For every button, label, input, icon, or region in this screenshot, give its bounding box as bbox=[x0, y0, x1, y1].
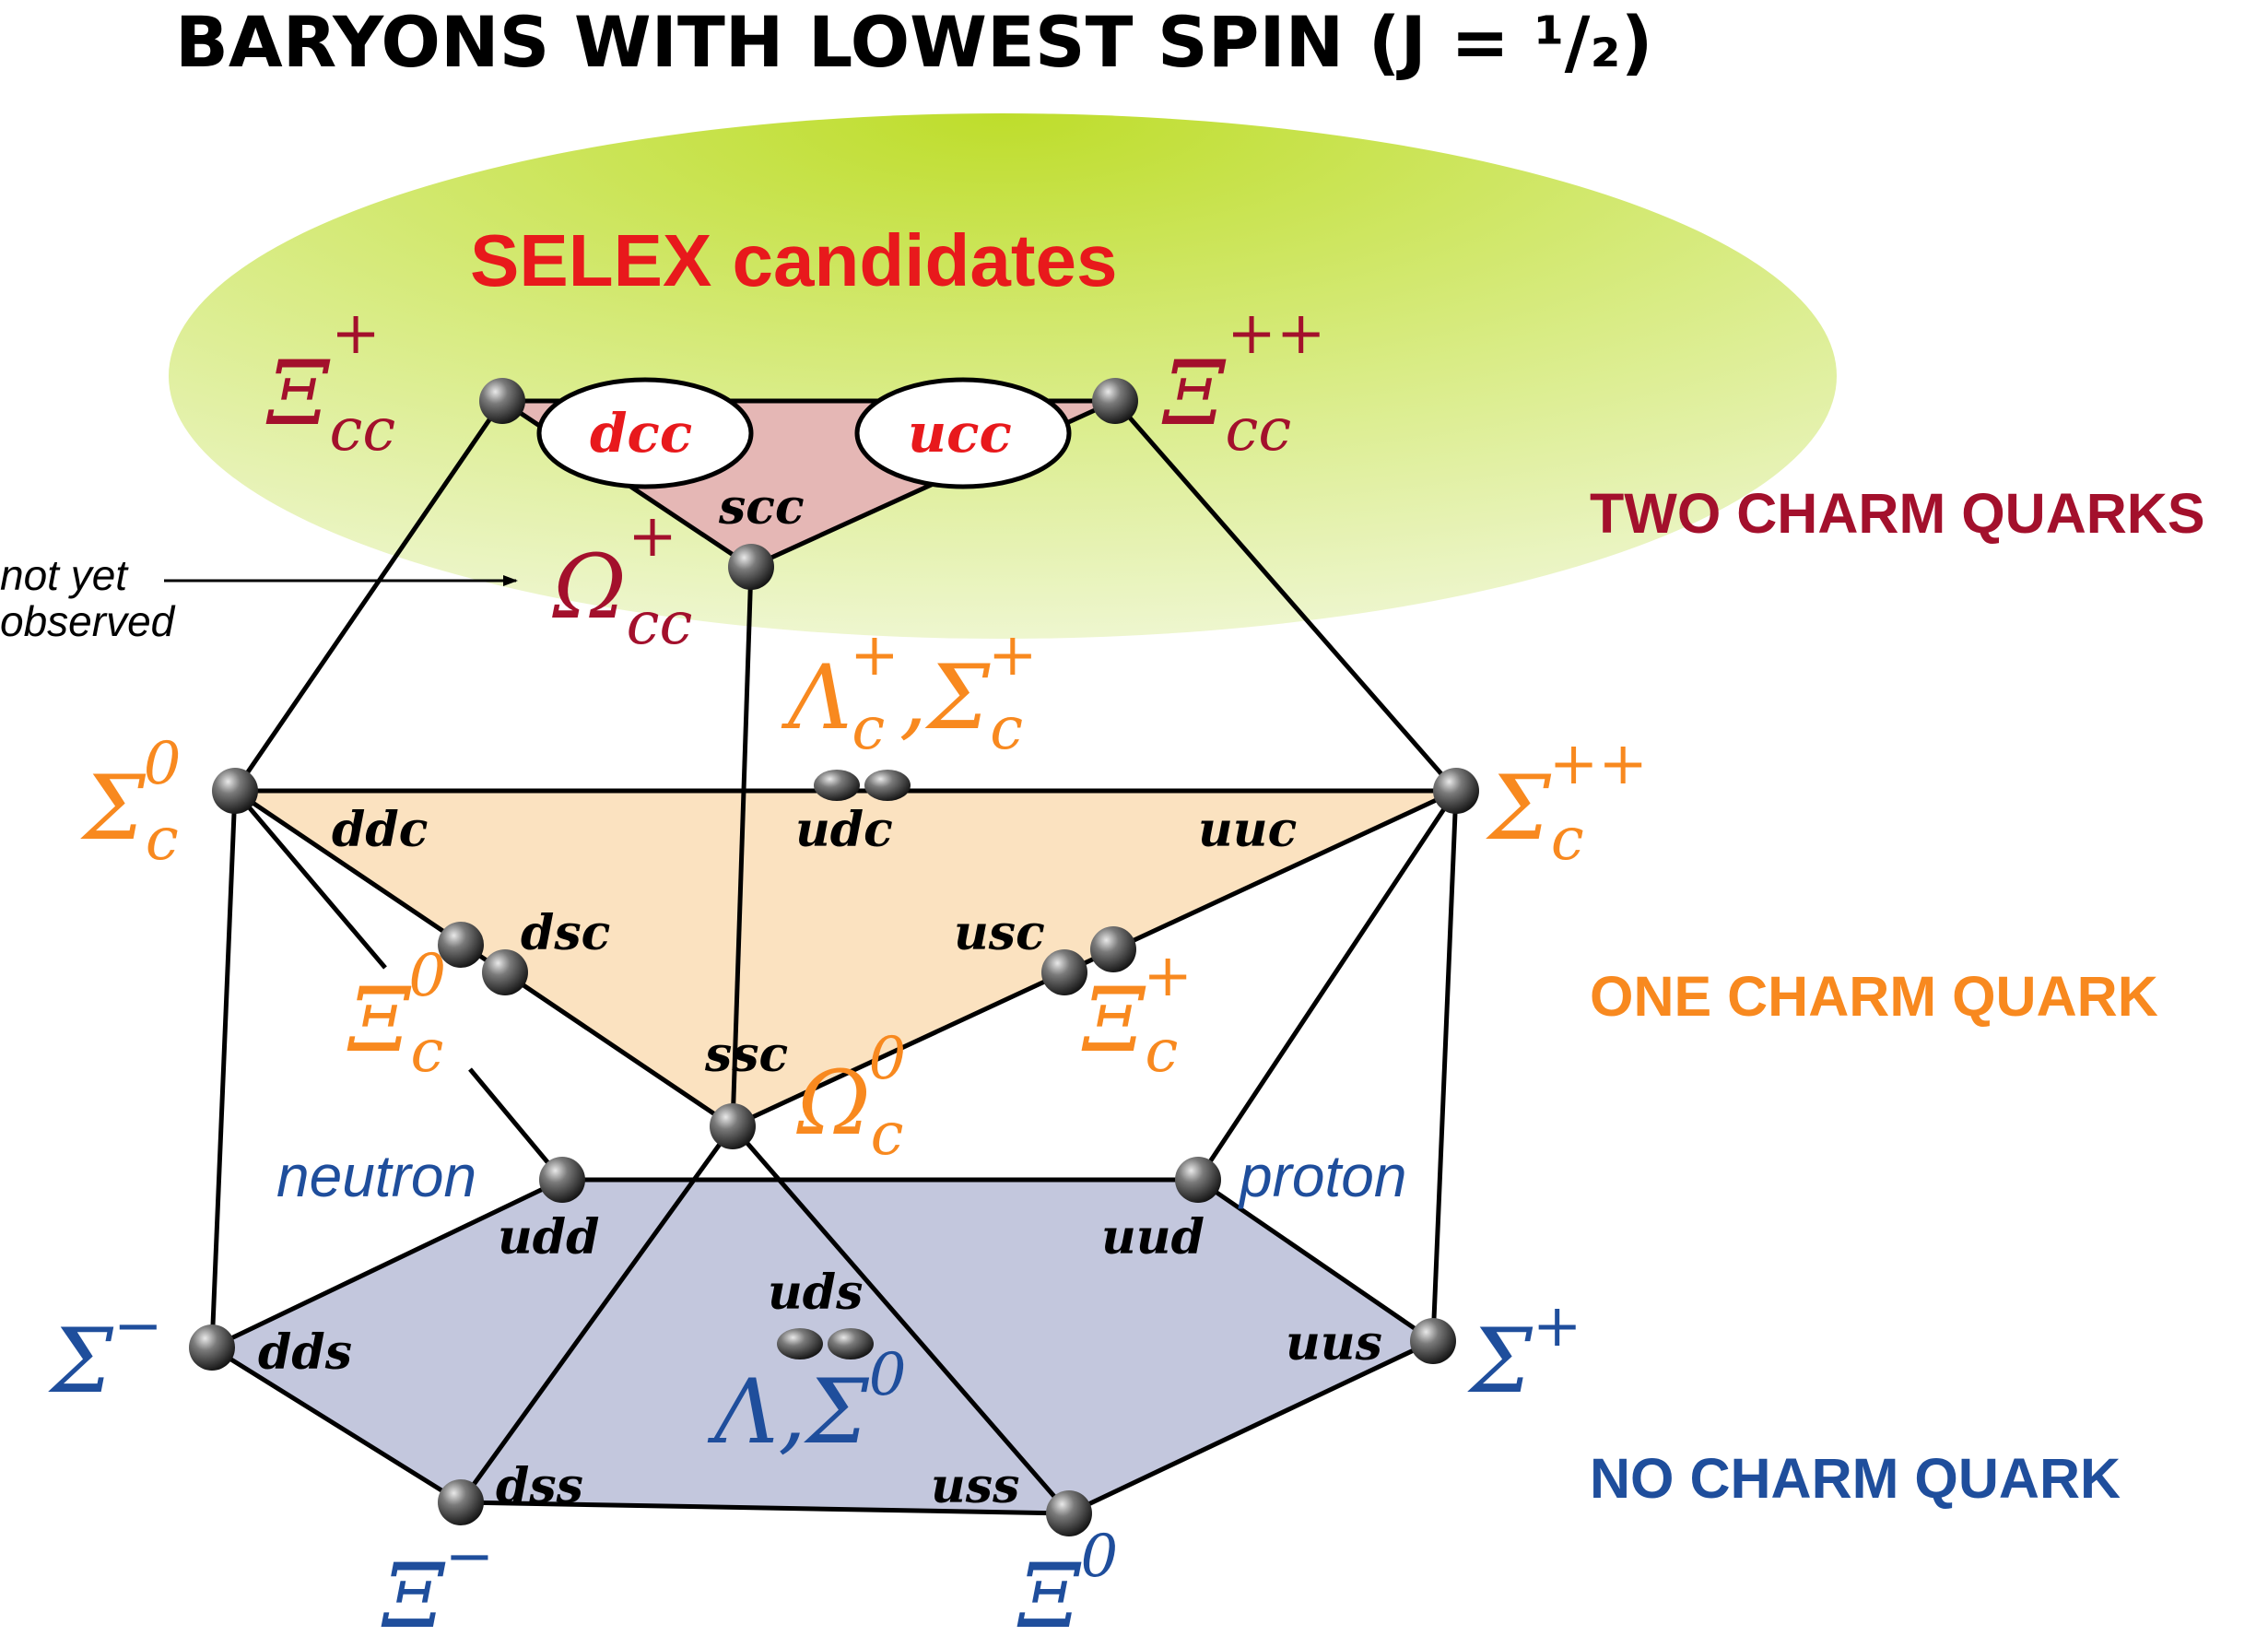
quark-uds-label: uds bbox=[768, 1265, 863, 1321]
node-lambda bbox=[777, 1328, 823, 1359]
node-xi-cc-plus bbox=[479, 378, 525, 424]
note-line-2: observed bbox=[0, 597, 176, 645]
quark-uss-label: uss bbox=[931, 1458, 1019, 1514]
ucc-ellipse bbox=[854, 377, 1072, 489]
page-title: BARYONS WITH LOWEST SPIN (J = ¹/₂) bbox=[175, 1, 1652, 83]
quark-ucc-label: ucc bbox=[908, 402, 1012, 465]
particle-xi-c-plus: Ξc+ bbox=[1081, 942, 1193, 1086]
particle-lambda-sigma-c-plus: Λc+,Σc+ bbox=[781, 621, 1038, 763]
node-xi-c-plus-b bbox=[1090, 926, 1136, 972]
node-xi-0 bbox=[1046, 1490, 1092, 1536]
quark-dds-label: dds bbox=[258, 1324, 352, 1381]
quark-dcc-label: dcc bbox=[590, 402, 692, 465]
nodes bbox=[189, 378, 1479, 1536]
quark-usc-label: usc bbox=[954, 905, 1045, 961]
particle-omega-cc-plus: Ωcc+ bbox=[552, 502, 692, 658]
layer-label-two-charm: TWO CHARM QUARKS bbox=[1590, 482, 2205, 545]
quark-uus-label: uus bbox=[1286, 1315, 1382, 1371]
node-omega-c-0 bbox=[710, 1103, 756, 1149]
particle-xi-c-0: Ξc0 bbox=[347, 942, 446, 1086]
node-omega-cc-plus bbox=[728, 544, 774, 590]
particle-sigma-c-0: Σc0 bbox=[80, 730, 181, 874]
node-proton bbox=[1175, 1157, 1221, 1203]
node-xi-minus bbox=[438, 1479, 484, 1525]
selex-highlight-ellipse bbox=[169, 113, 1837, 639]
node-xi-c-plus-a bbox=[1041, 949, 1087, 995]
node-sigma-0 bbox=[828, 1328, 874, 1359]
layer-label-no-charm: NO CHARM QUARK bbox=[1590, 1447, 2121, 1510]
quark-uud-label: uud bbox=[1101, 1209, 1205, 1265]
node-sigma-c-0 bbox=[212, 768, 258, 814]
note-line-1: not yet bbox=[0, 551, 129, 599]
node-sigma-c-plus bbox=[864, 770, 911, 801]
quark-dsc-label: dsc bbox=[521, 905, 610, 961]
selex-label: SELEX candidates bbox=[470, 219, 1117, 301]
node-lambda-c-plus bbox=[814, 770, 860, 801]
particle-xi-minus: Ξ− bbox=[381, 1523, 494, 1636]
quark-scc-label: scc bbox=[718, 479, 805, 536]
particle-sigma-c-plusplus: Σc++ bbox=[1486, 730, 1648, 874]
particle-neutron: neutron bbox=[276, 1143, 476, 1209]
node-sigma-c-plusplus bbox=[1433, 768, 1479, 814]
particle-proton: proton bbox=[1238, 1143, 1406, 1209]
node-xi-cc-plusplus bbox=[1092, 378, 1138, 424]
node-sigma-minus bbox=[189, 1324, 235, 1371]
node-xi-c-0-a bbox=[438, 922, 484, 968]
quark-dss-label: dss bbox=[496, 1458, 583, 1514]
layer-label-one-charm: ONE CHARM QUARK bbox=[1590, 965, 2158, 1028]
particle-omega-c-0: Ωc0 bbox=[796, 1025, 906, 1169]
quark-uuc-label: uuc bbox=[1198, 802, 1297, 858]
particle-xi-0: Ξ0 bbox=[1016, 1523, 1118, 1636]
quark-ddc-label: ddc bbox=[332, 802, 428, 858]
quark-udd-label: udd bbox=[498, 1209, 600, 1265]
quark-udc-label: udc bbox=[795, 802, 893, 858]
particle-xi-cc-plusplus: Ξcc++ bbox=[1161, 300, 1325, 465]
particle-lambda-sigma-0: Λ,Σ0 bbox=[707, 1341, 906, 1464]
node-sigma-plus bbox=[1410, 1318, 1456, 1364]
node-neutron bbox=[539, 1157, 585, 1203]
quark-ssc-label: ssc bbox=[704, 1027, 788, 1083]
particle-sigma-plus: Σ+ bbox=[1467, 1292, 1582, 1413]
middle-triangle-plane bbox=[235, 791, 1456, 1126]
node-xi-c-0-b bbox=[482, 949, 528, 995]
particle-xi-cc-plus: Ξcc+ bbox=[265, 300, 395, 465]
dcc-ellipse bbox=[536, 377, 754, 489]
particle-sigma-minus: Σ− bbox=[48, 1292, 163, 1413]
